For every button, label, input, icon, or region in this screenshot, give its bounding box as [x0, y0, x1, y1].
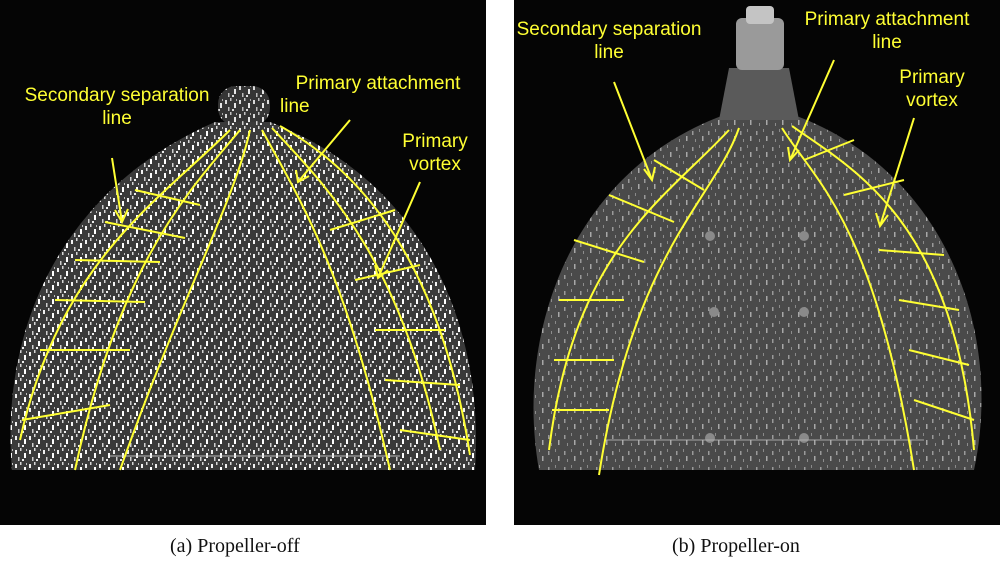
label-primary-attachment-a: Primary attachment line	[280, 73, 461, 117]
caption-propeller-off: (a) Propeller-off	[170, 535, 300, 557]
photo-panel-propeller-on: Secondary separation line Primary attach…	[514, 0, 1000, 525]
aircraft-body-surface	[533, 115, 982, 470]
propeller-hub	[736, 18, 784, 70]
label-secondary-separation-b: Secondary separation line	[516, 19, 702, 63]
flow-annotation-lines	[19, 119, 471, 471]
label-secondary-separation-a: Secondary separation line	[24, 85, 210, 129]
flow-annotation-lines	[548, 59, 975, 476]
label-primary-vortex-b: Primary vortex	[899, 67, 965, 111]
nose-cap	[218, 86, 270, 126]
nose-section	[719, 68, 799, 120]
photo-panel-propeller-off: Secondary separation line Primary attach…	[0, 0, 486, 525]
label-primary-vortex-a: Primary vortex	[402, 131, 468, 175]
label-primary-attachment-b: Primary attachment line	[804, 9, 970, 53]
oil-flow-photo-a	[10, 86, 476, 471]
caption-propeller-on: (b) Propeller-on	[672, 535, 800, 557]
aircraft-body-surface	[10, 122, 476, 470]
oil-flow-photo-b	[533, 6, 982, 476]
